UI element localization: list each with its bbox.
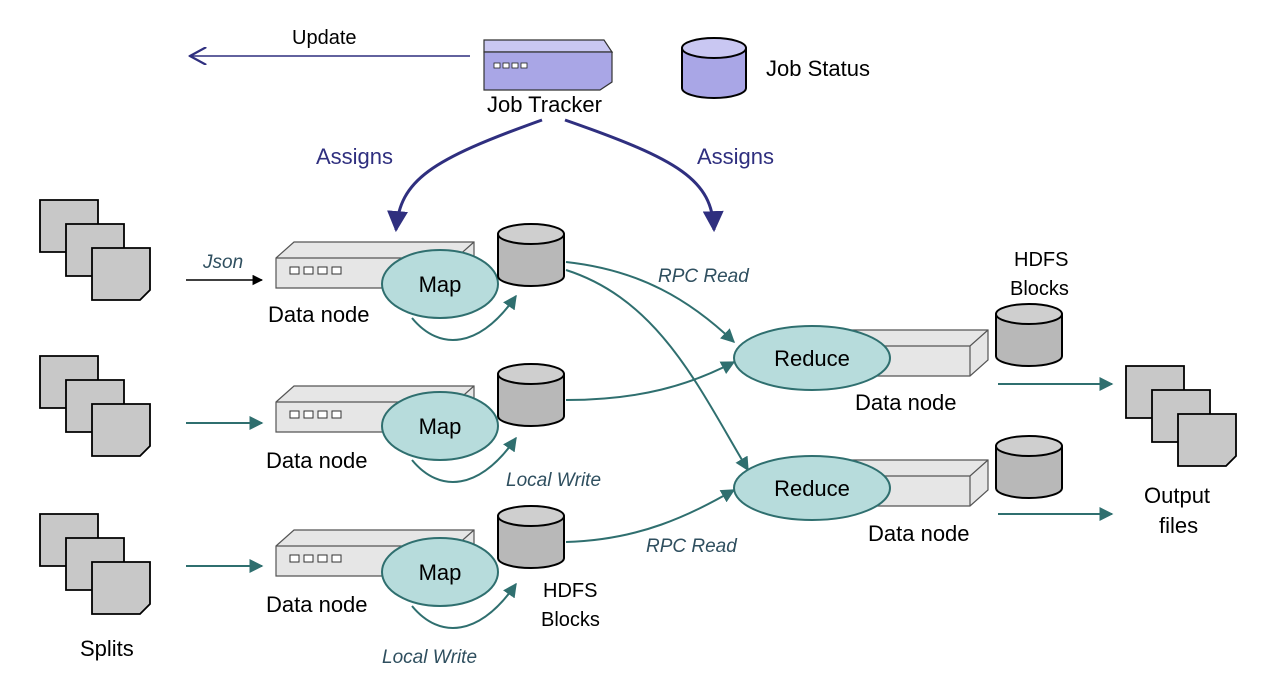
rpc-read-arrow xyxy=(565,361,736,401)
rpc-read-label: RPC Read xyxy=(646,536,738,557)
map-oval xyxy=(381,249,499,319)
hdfs-blocks-label: HDFS xyxy=(543,580,597,602)
assigns-left-label: Assigns xyxy=(316,144,393,169)
hdfs-block-icon xyxy=(995,435,1063,499)
hdfs-block-icon xyxy=(497,363,565,427)
data-node-label: Data node xyxy=(266,592,368,617)
job-status-icon xyxy=(681,37,747,99)
hdfs-block-icon xyxy=(497,223,565,287)
job-tracker-label: Job Tracker xyxy=(487,92,602,117)
local-write-label: Local Write xyxy=(382,647,477,668)
local-write-arrow xyxy=(411,294,517,341)
splits-label: Splits xyxy=(80,636,134,661)
input-split-icon xyxy=(39,513,151,615)
map-oval xyxy=(381,537,499,607)
hdfs-blocks-label: Blocks xyxy=(541,609,600,631)
input-split-icon xyxy=(39,355,151,457)
reduce-label: Reduce xyxy=(774,346,850,371)
output-files-icon xyxy=(1125,365,1237,467)
rpc-read-arrow xyxy=(565,489,736,543)
json-label: Json xyxy=(202,252,243,273)
local-write-label: Local Write xyxy=(506,470,601,491)
assigns-arrow-left xyxy=(387,118,543,233)
job-tracker-icon xyxy=(483,39,614,91)
job-status-label: Job Status xyxy=(766,56,870,81)
reduce-oval xyxy=(733,455,891,521)
data-node-label: Data node xyxy=(855,390,957,415)
output-files-label: Output xyxy=(1144,483,1210,508)
hdfs-block-icon xyxy=(497,505,565,569)
rpc-read-arrow xyxy=(565,261,736,343)
input-split-icon xyxy=(39,199,151,301)
assigns-arrow-right xyxy=(564,118,724,233)
hdfs-blocks-label: HDFS xyxy=(1014,249,1068,271)
map-oval xyxy=(381,391,499,461)
data-node-label: Data node xyxy=(266,448,368,473)
rpc-read-label: RPC Read xyxy=(658,266,750,287)
map-label: Map xyxy=(419,272,462,297)
data-node-label: Data node xyxy=(268,302,370,327)
data-node-label: Data node xyxy=(868,521,970,546)
hdfs-block-icon xyxy=(995,303,1063,367)
output-files-label: files xyxy=(1159,513,1198,538)
local-write-arrow xyxy=(411,436,517,483)
assigns-right-label: Assigns xyxy=(697,144,774,169)
hdfs-blocks-label: Blocks xyxy=(1010,278,1069,300)
map-label: Map xyxy=(419,414,462,439)
update-label: Update xyxy=(292,27,357,49)
local-write-arrow xyxy=(411,582,517,629)
reduce-oval xyxy=(733,325,891,391)
map-label: Map xyxy=(419,560,462,585)
reduce-label: Reduce xyxy=(774,476,850,501)
rpc-read-arrow xyxy=(565,269,749,472)
